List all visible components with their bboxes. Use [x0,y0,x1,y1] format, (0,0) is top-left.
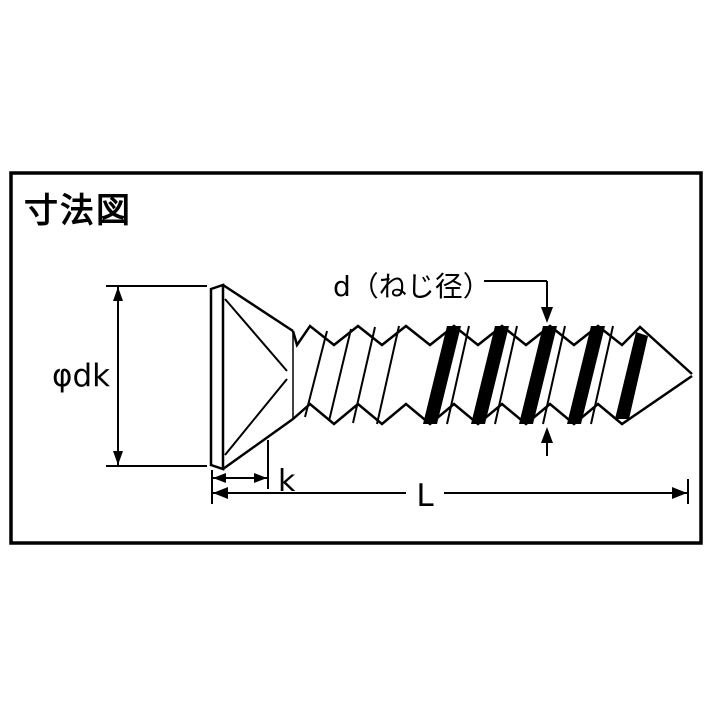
head-recess-line-top [224,298,288,372]
label-thread-diameter: d（ねじ径） [333,270,491,303]
thread-line [446,325,470,425]
thread-line [352,326,376,424]
arrow-up [541,427,553,443]
arrow-left [213,487,228,499]
diagram-title: 寸法図 [24,191,132,231]
thread-line [542,325,566,425]
arrow-left [213,473,226,483]
thread-line [590,325,614,425]
arrow-right [672,487,687,499]
thread-line [328,328,352,422]
arrow-down [541,307,553,323]
screw-head [209,283,294,471]
thread-stripe [519,326,557,424]
arrow-up [113,287,123,301]
dim-length: L [211,470,689,514]
thread-stripe [567,326,605,424]
label-total-length: L [416,478,434,514]
dim-head-height: k [212,440,296,499]
thread-outline-bottom [292,374,693,426]
screw-drawing [209,283,693,471]
dim-thread-diameter: d（ねじ径） [333,270,553,456]
label-head-diameter: φdk [52,358,110,394]
label-head-height: k [278,464,296,499]
thread-line [376,325,400,425]
thread-stripe [423,326,461,424]
thread-stripe [471,326,509,424]
arrow-down [113,451,123,465]
head-cone-top [222,283,294,333]
screw-threads [291,324,693,426]
thread-line [304,330,328,418]
arrow-right [254,473,267,483]
screw-tip [615,332,648,419]
head-cone-bottom [222,417,294,471]
screw-head-face [209,283,225,471]
thread-line [494,325,518,425]
tip-thread-stripe [615,332,648,419]
dim-head-diameter: φdk [52,285,207,467]
head-recess-line-bottom [224,378,288,456]
